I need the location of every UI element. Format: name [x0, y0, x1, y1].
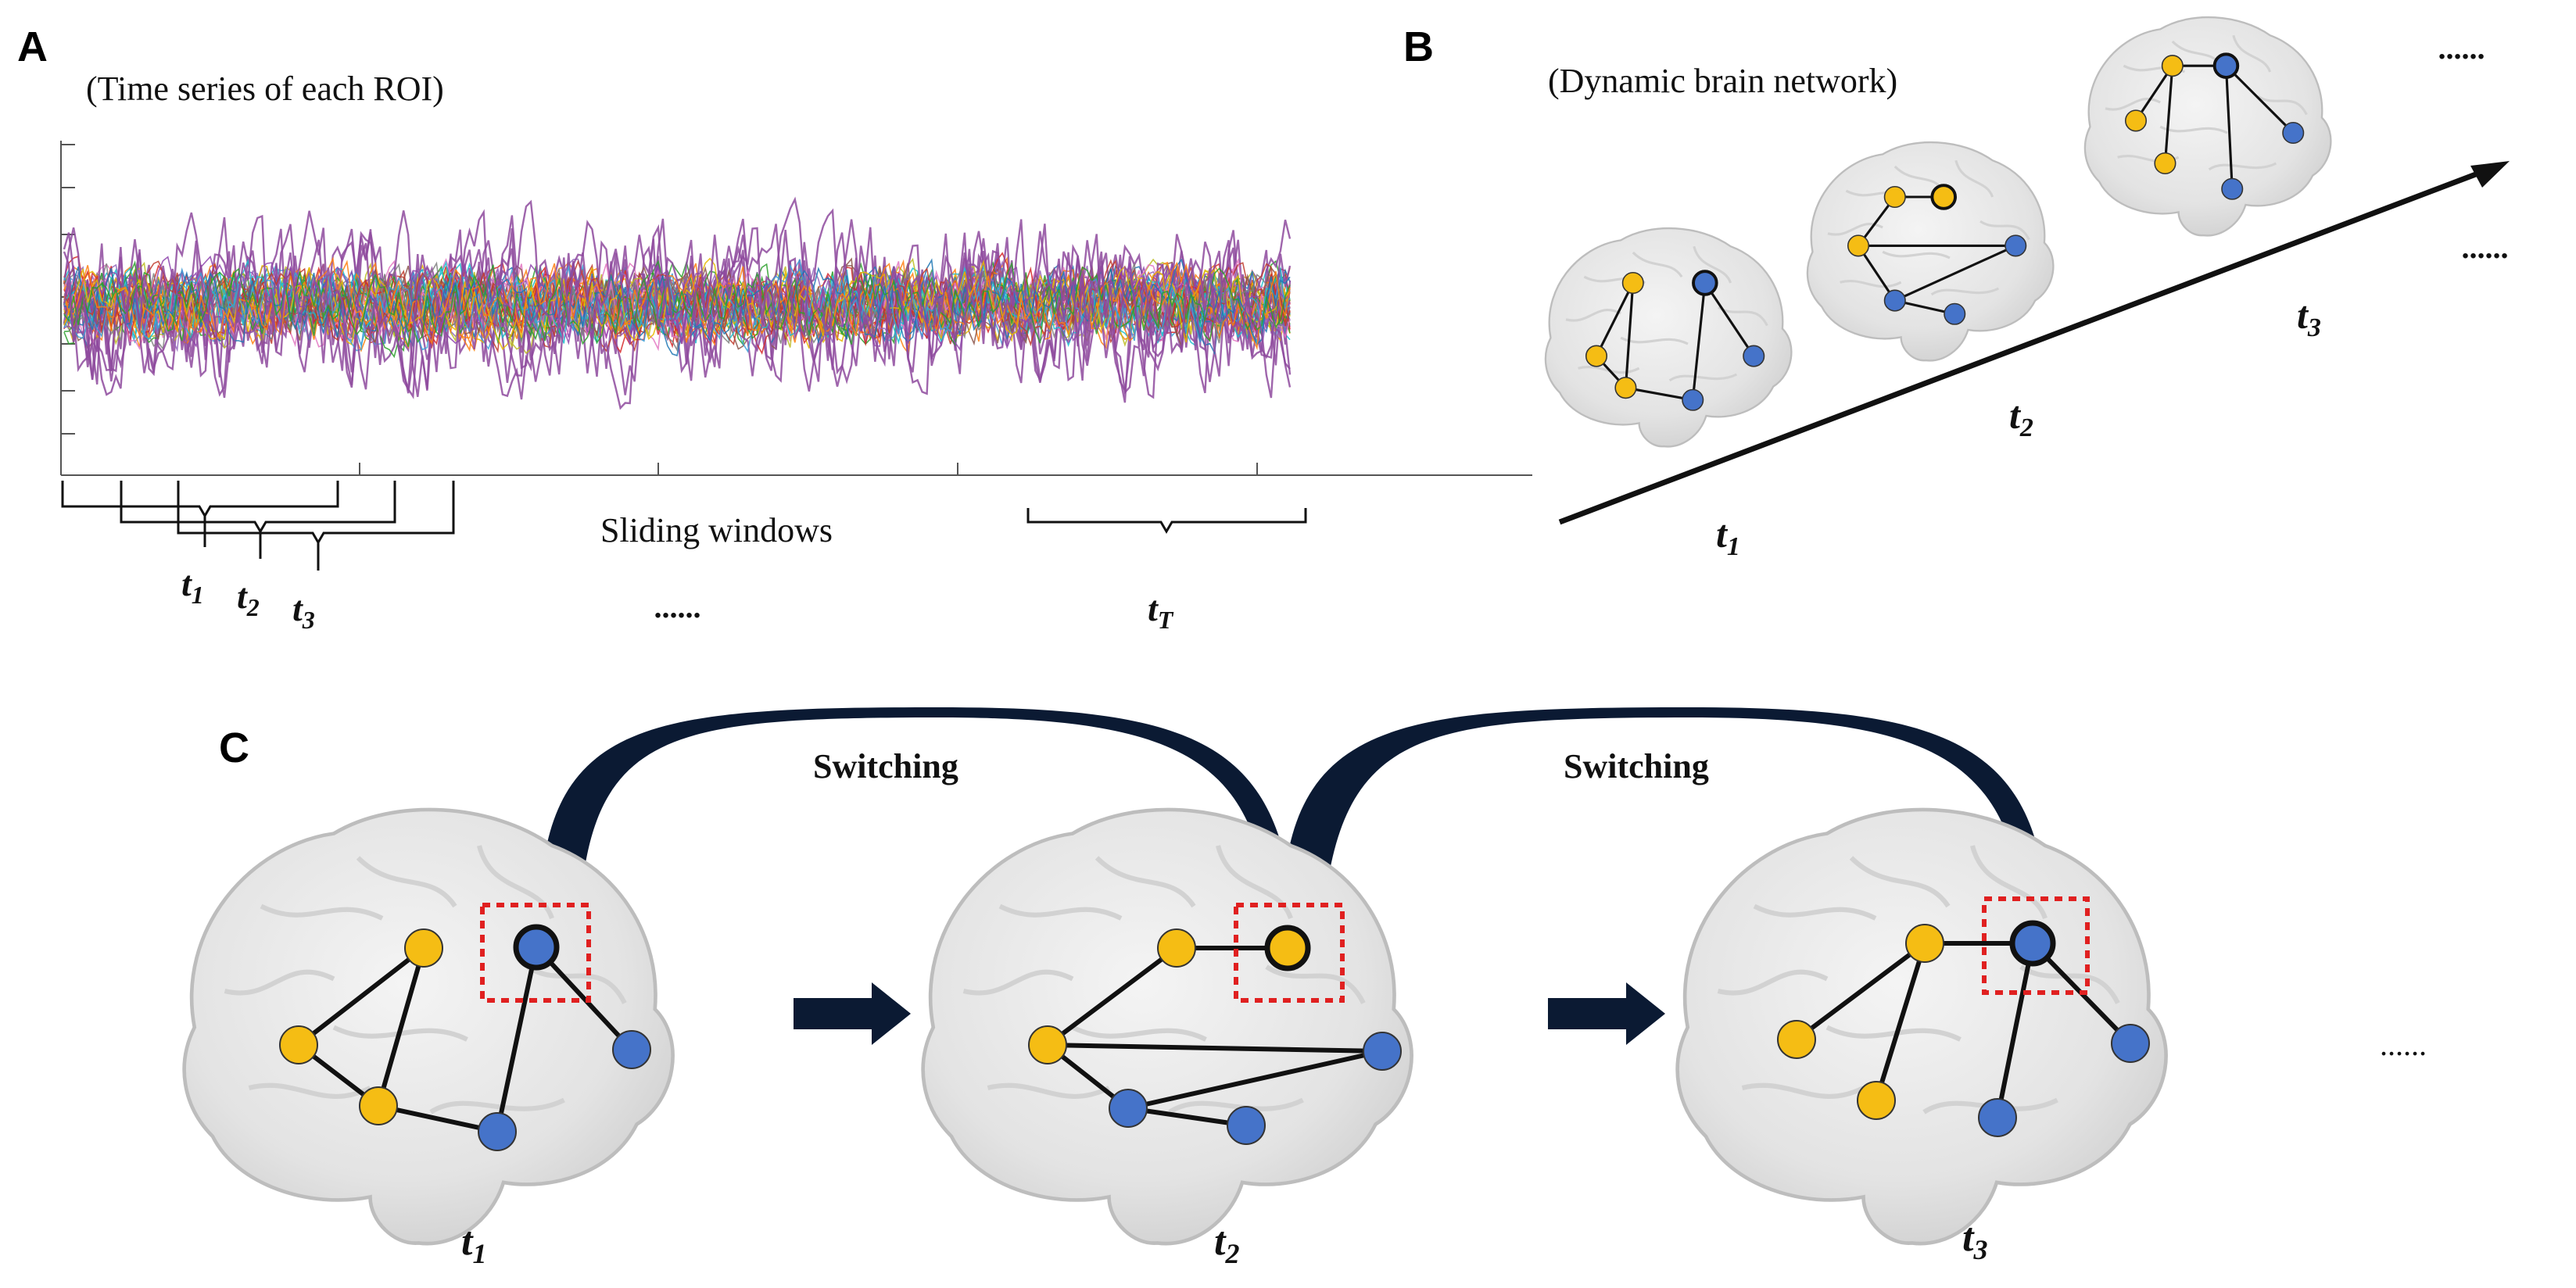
node-blue — [1363, 1032, 1402, 1071]
node-blue — [1743, 345, 1765, 367]
panel-c: C Switching Switching — [185, 707, 2427, 1269]
node-blue — [2282, 121, 2305, 145]
time-label-b-t2: t2 — [2009, 393, 2033, 442]
time-axis-arrow — [1558, 161, 2510, 525]
time-label-c-t2: t2 — [1214, 1219, 1239, 1269]
node-blue-highlighted — [2212, 52, 2240, 79]
window-label-tT: tT — [1148, 589, 1174, 634]
roi-trace — [63, 263, 1291, 353]
node-blue-switching — [513, 924, 560, 971]
node-yellow — [1883, 185, 1906, 209]
brain-network-c-t3 — [1678, 810, 2166, 1243]
brain-network-b-t1 — [1544, 227, 1793, 448]
highlight-box-c-t2 — [1234, 903, 1345, 1003]
node-blue — [2111, 1024, 2150, 1063]
network-c-t2-edges — [1045, 946, 1385, 1128]
sliding-windows-label: Sliding windows — [600, 511, 833, 549]
roi-trace — [63, 209, 1292, 399]
time-label-c-t1: t1 — [461, 1219, 486, 1269]
node-yellow — [1614, 377, 1637, 399]
node-blue — [1978, 1098, 2017, 1137]
panel-b-letter: B — [1403, 23, 1434, 70]
node-yellow — [1777, 1020, 1816, 1059]
sliding-window-braces — [61, 481, 1307, 571]
node-blue-switching — [2009, 920, 2056, 967]
window-brace-t3 — [177, 481, 455, 545]
node-blue — [2005, 234, 2027, 257]
switching-label-2: Switching — [1564, 747, 1709, 785]
node-blue — [1944, 302, 1966, 325]
panel-b-caption: (Dynamic brain network) — [1548, 62, 1897, 100]
node-yellow — [2154, 152, 2177, 175]
node-blue-highlighted — [1692, 270, 1718, 296]
node-blue — [1883, 289, 1906, 312]
node-yellow — [1157, 928, 1196, 968]
node-yellow — [1857, 1081, 1896, 1120]
panel-a-ellipsis: ...... — [655, 589, 702, 624]
switching-label-1: Switching — [813, 747, 958, 785]
node-yellow-highlighted — [1930, 184, 1957, 210]
node-blue — [1227, 1106, 1266, 1145]
brain-network-b-t3 — [2083, 16, 2332, 237]
window-brace-t1 — [61, 481, 339, 518]
window-brace-tT — [1026, 508, 1307, 534]
window-label-t2: t2 — [237, 576, 260, 621]
window-label-t3: t3 — [292, 589, 315, 634]
time-label-b-t1: t1 — [1716, 512, 1740, 561]
node-yellow — [1847, 234, 1870, 257]
panel-b: B (Dynamic brain network) ...... ...... — [1403, 16, 2510, 561]
brain-network-c-t2 — [923, 810, 1412, 1243]
node-blue — [1109, 1089, 1148, 1128]
time-label-c-t3: t3 — [1962, 1215, 1987, 1265]
node-blue — [2221, 177, 2244, 200]
time-series-axes — [60, 141, 1532, 476]
roi-trace — [63, 196, 1292, 403]
node-yellow — [279, 1025, 318, 1064]
brain-network-b-t2 — [1806, 141, 2055, 362]
highlight-box-c-t1 — [480, 903, 591, 1003]
brain-network-c-t1 — [185, 810, 673, 1243]
node-yellow — [404, 928, 443, 968]
time-label-b-t3: t3 — [2297, 293, 2321, 342]
progress-arrow-1 — [794, 982, 911, 1045]
node-blue — [612, 1030, 651, 1069]
node-yellow — [1621, 271, 1644, 295]
window-label-t1: t1 — [181, 564, 204, 609]
panel-b-ellipsis-top: ...... — [2439, 30, 2486, 66]
panel-c-ellipsis: ...... — [2381, 1027, 2427, 1062]
node-yellow — [1028, 1025, 1067, 1064]
panel-a-caption: (Time series of each ROI) — [86, 70, 444, 108]
panel-a-letter: A — [17, 23, 48, 70]
node-yellow — [359, 1086, 398, 1125]
panel-c-letter: C — [219, 724, 249, 771]
node-yellow — [1905, 924, 1944, 963]
node-yellow-switching — [1264, 925, 1311, 971]
node-yellow — [2161, 55, 2184, 77]
panel-b-ellipsis-bottom: ...... — [2463, 230, 2510, 265]
roi-time-series — [63, 196, 1292, 410]
panel-a: A (Time series of each ROI) — [17, 23, 1532, 634]
node-blue — [1682, 388, 1704, 411]
node-blue — [478, 1112, 517, 1151]
node-yellow — [2124, 109, 2148, 132]
progress-arrow-2 — [1548, 982, 1665, 1045]
node-yellow — [1585, 345, 1608, 367]
